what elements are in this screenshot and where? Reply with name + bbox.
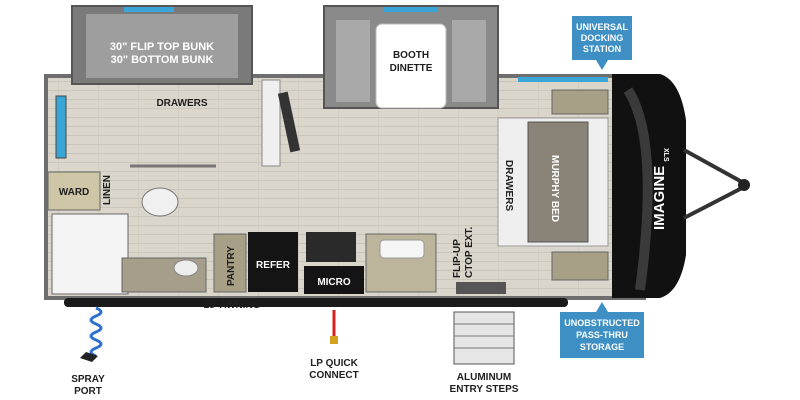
lp-label-line1: LP QUICK [310, 358, 358, 369]
spray-label-line2: PORT [74, 386, 102, 397]
rear-window [55, 95, 67, 159]
brand-logo: IMAGINE [651, 166, 668, 230]
hitch-coupler [738, 179, 750, 191]
lp-label-line2: CONNECT [309, 370, 358, 381]
dinette-bench-right [452, 20, 486, 102]
pantry-label: PANTRY [226, 246, 237, 286]
storage-line2: PASS-THRU [576, 330, 628, 340]
murphy-bed-label: MURPHY BED [549, 155, 560, 222]
awning [64, 298, 568, 307]
bunk-mattress [86, 14, 238, 78]
steps-label-line2: ENTRY STEPS [450, 384, 519, 395]
bunk-label-line1: 30" FLIP TOP BUNK [110, 41, 214, 53]
docking-line3: STATION [583, 44, 621, 54]
tv-unit [277, 91, 301, 153]
hitch-frame-bottom [683, 186, 743, 220]
dinette-window [384, 7, 438, 12]
murphy-bed [527, 121, 589, 243]
storage-callout [560, 302, 644, 358]
spray-hose [89, 306, 103, 358]
nightstand-top [551, 89, 609, 115]
entry-door [456, 282, 506, 294]
docking-line1: UNIVERSAL [576, 22, 629, 32]
brand-sub: XLS [662, 148, 669, 162]
shower [51, 213, 129, 295]
booth-label-line2: DINETTE [390, 63, 433, 74]
partition [261, 79, 281, 167]
ward-label: WARD [59, 187, 90, 198]
front-window [518, 77, 608, 82]
pantry [213, 233, 247, 293]
flip-up-label-line1: FLIP-UP [452, 239, 463, 278]
refer-label: REFER [256, 260, 291, 271]
bunk-window [124, 7, 174, 12]
cooktop [306, 232, 356, 262]
linen-label: LINEN [102, 175, 113, 205]
galley-sink [379, 239, 425, 259]
awning-label: 18' AWNING [203, 300, 260, 311]
wardrobe [47, 171, 101, 211]
storage-line3: STORAGE [580, 342, 624, 352]
docking-callout [572, 16, 632, 70]
steps-label-line1: ALUMINUM [457, 372, 511, 383]
bunk-label-line2: 30" BOTTOM BUNK [111, 54, 214, 66]
docking-line2: DOCKING [581, 33, 624, 43]
bath-sink [173, 259, 199, 277]
booth-label-line1: BOOTH [393, 50, 429, 61]
microwave [304, 266, 364, 294]
toilet [141, 187, 179, 217]
spray-nozzle [80, 352, 98, 362]
entry-steps [453, 311, 515, 365]
lp-fitting [330, 336, 338, 344]
drawers-top-label: DRAWERS [156, 98, 207, 109]
hitch-frame-top [683, 148, 743, 184]
flip-up-label-line2: CTOP EXT. [464, 226, 475, 278]
storage-line1: UNOBSTRUCTED [564, 318, 640, 328]
dinette-table [375, 23, 447, 109]
refrigerator [248, 232, 298, 292]
front-cap-accent [623, 87, 653, 291]
micro-label: MICRO [317, 277, 351, 288]
nightstand-bottom [551, 251, 609, 281]
dinette-bench-left [336, 20, 370, 102]
drawers-side-label: DRAWERS [503, 160, 514, 211]
spray-label-line1: SPRAY [71, 374, 105, 385]
